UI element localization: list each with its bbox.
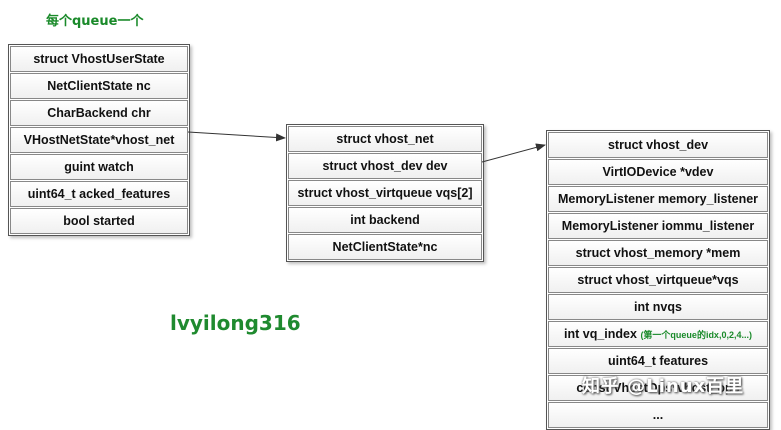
field-watch: guint watch — [10, 154, 188, 180]
field-features: uint64_t features — [548, 348, 768, 374]
field-acked-features: uint64_t acked_features — [10, 181, 188, 207]
arrow-vhost-dev — [481, 143, 546, 163]
field-vdev: VirtIODevice *vdev — [548, 159, 768, 185]
field-mem: struct vhost_memory *mem — [548, 240, 768, 266]
field-vqs-array: struct vhost_virtqueue vqs[2] — [288, 180, 482, 206]
field-memory-listener: MemoryListener memory_listener — [548, 186, 768, 212]
field-vhost-ops: const VhostOps*vhost_ops — [548, 375, 768, 401]
field-iommu-listener: MemoryListener iommu_listener — [548, 213, 768, 239]
field-nc: NetClientState nc — [10, 73, 188, 99]
vhost-net-box: struct vhost_net struct vhost_dev dev st… — [286, 124, 484, 262]
arrow-vhost-net-ptr — [187, 131, 286, 142]
author-label: lvyilong316 — [170, 311, 301, 335]
vhost-net-title: struct vhost_net — [288, 126, 482, 152]
vhost-dev-box: struct vhost_dev VirtIODevice *vdev Memo… — [546, 130, 770, 430]
field-nc-ptr: NetClientState*nc — [288, 234, 482, 260]
field-vhost-net-ptr: VHostNetState*vhost_net — [10, 127, 188, 153]
vhost-dev-title: struct vhost_dev — [548, 132, 768, 158]
field-vqs-ptr: struct vhost_virtqueue*vqs — [548, 267, 768, 293]
field-vq-index: int vq_index (第一个queue的idx,0,2,4...) — [548, 321, 768, 347]
field-nvqs: int nvqs — [548, 294, 768, 320]
queue-caption: 每个queue一个 — [46, 14, 144, 29]
field-started: bool started — [10, 208, 188, 234]
field-backend: int backend — [288, 207, 482, 233]
vq-index-label: int vq_index — [564, 327, 637, 341]
pointer-arrows — [187, 131, 546, 163]
vq-index-note: (第一个queue的idx,0,2,4...) — [640, 330, 752, 340]
vhost-user-state-title: struct VhostUserState — [10, 46, 188, 72]
vhost-user-state-box: struct VhostUserState NetClientState nc … — [8, 44, 190, 236]
field-chr: CharBackend chr — [10, 100, 188, 126]
field-dev: struct vhost_dev dev — [288, 153, 482, 179]
watermark: 知乎 @Linux百里 — [582, 376, 745, 397]
